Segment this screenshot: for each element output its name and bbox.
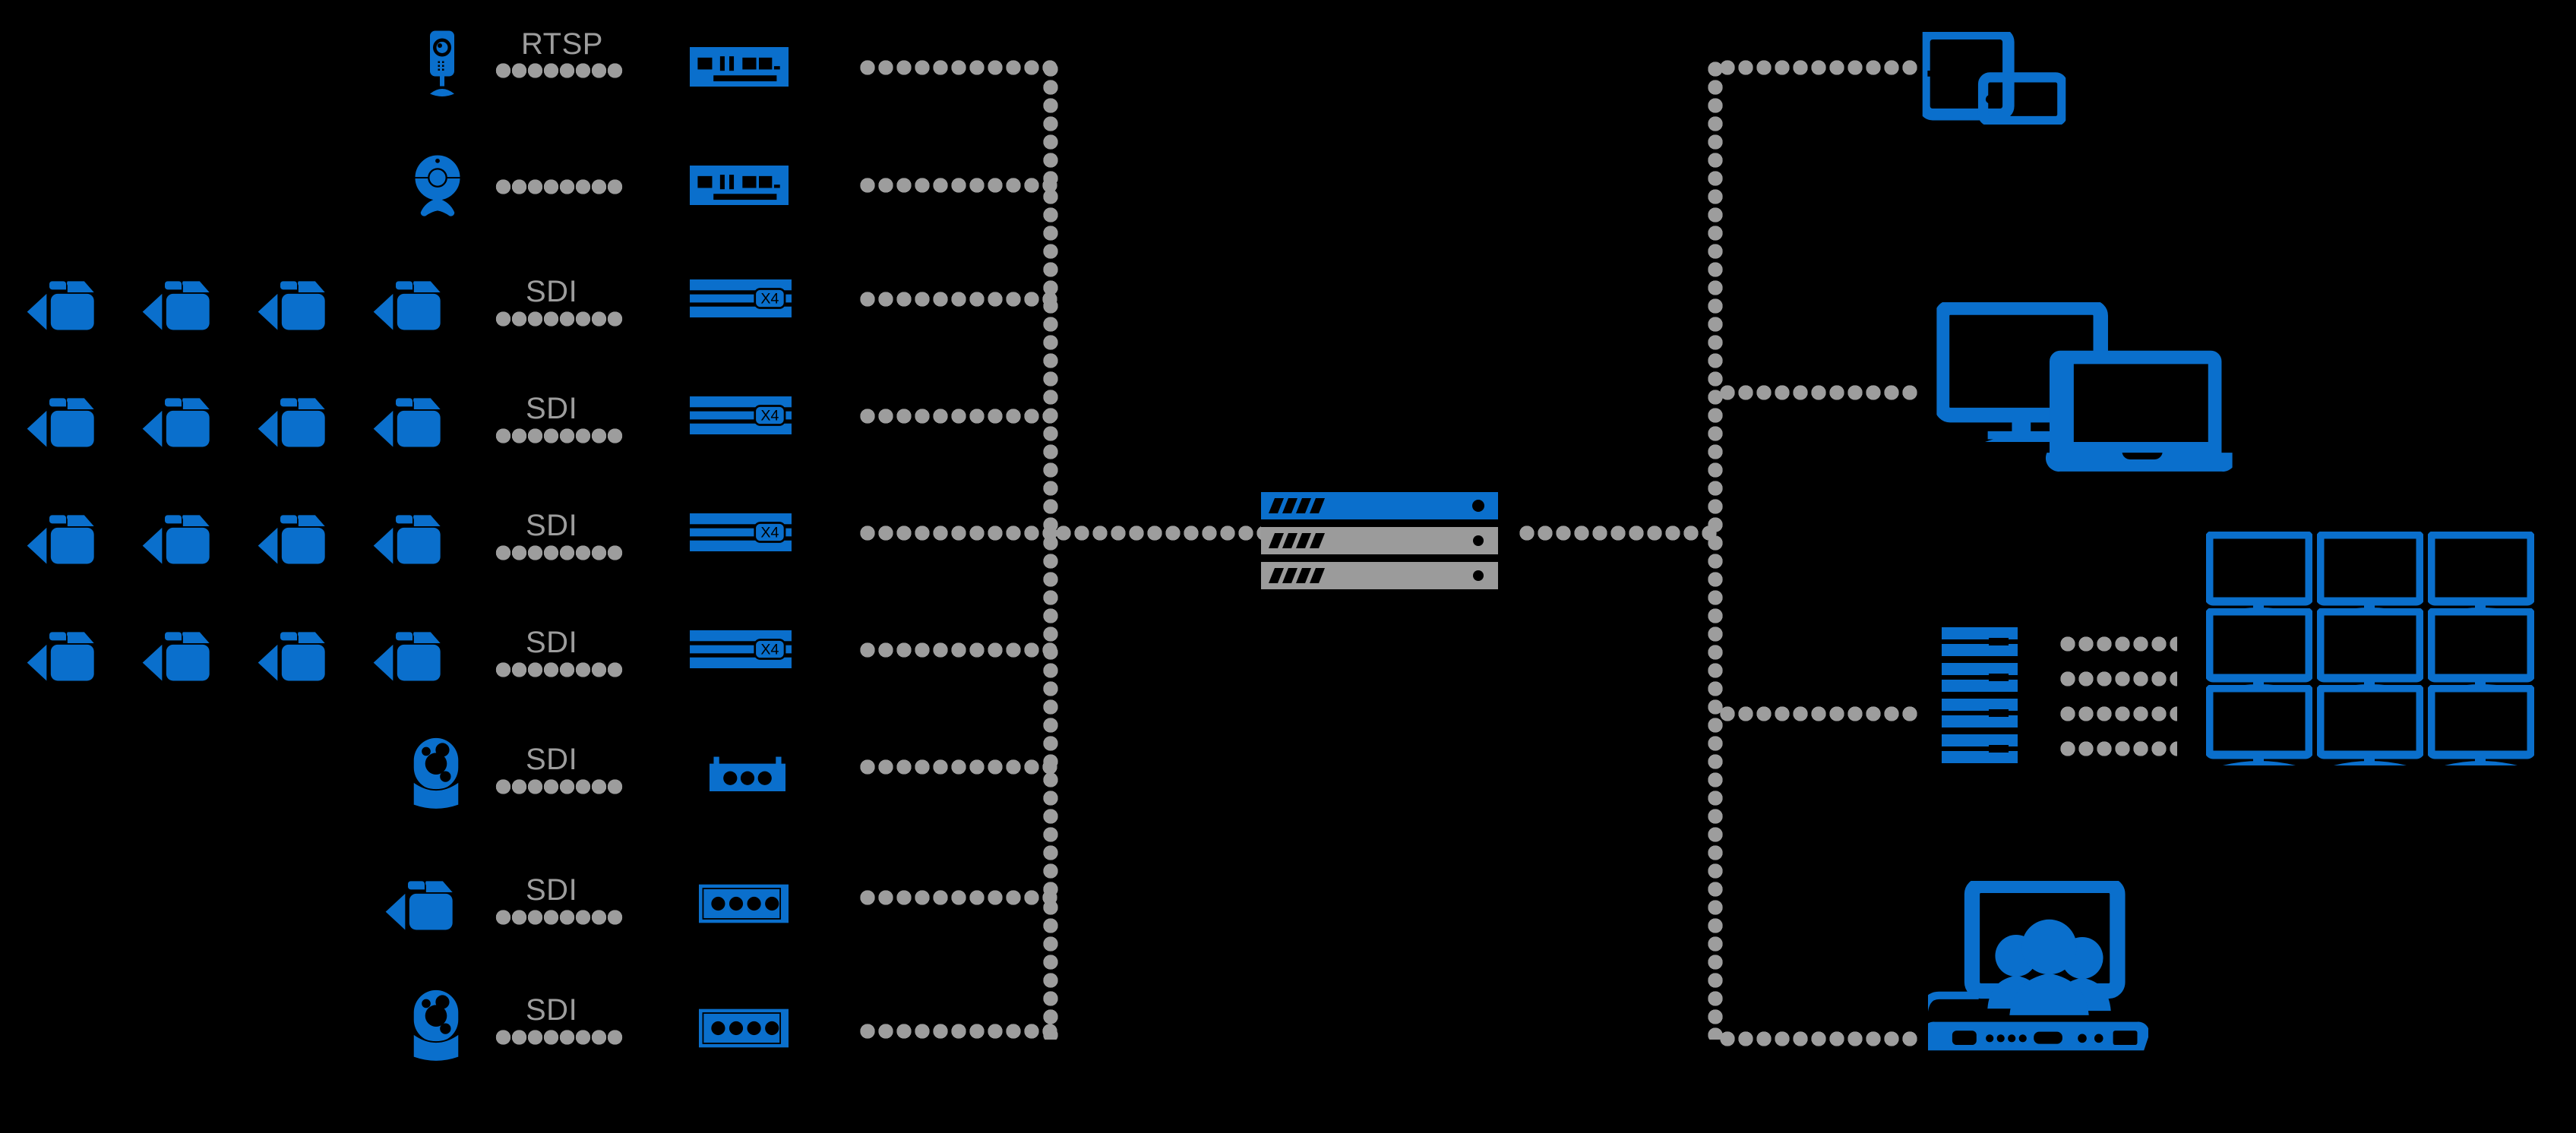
link-cameras-to-converter [495,311,623,327]
monitor-and-laptop-icon [1922,302,2247,477]
decoder-rack-icon[interactable] [1928,627,2031,764]
camcorder-icon [24,383,108,453]
decoder-unit [1942,734,2018,763]
link-trunk-to-decoder [1718,706,1917,721]
server-stack[interactable] [1261,492,1498,592]
video-conference-icon [1928,881,2148,1057]
protocol-label-sdi: SDI [526,993,578,1027]
protocol-label-sdi: SDI [526,509,578,542]
wall-display [2320,611,2420,689]
link-encoder-to-trunk [858,1024,1057,1039]
link-decoder-to-wall-1 [2059,636,2177,652]
ptz-dome-camera-icon [409,987,463,1066]
link-encoder-to-trunk [858,759,1057,775]
link-converter-to-trunk [858,409,1057,424]
wall-display [2209,535,2309,612]
link-camera-to-encoder [495,1030,623,1045]
sdi-converter-icon [690,279,792,317]
protocol-label-sdi: SDI [526,626,578,659]
decoder-unit [1942,663,2018,692]
encoder-4port-icon [699,1008,789,1048]
encoder-4port-icon [699,884,789,923]
link-decoder-to-wall-2 [2059,671,2177,686]
link-camera-to-switch [495,63,623,78]
wall-display [2320,688,2420,765]
webcam-icon [409,152,466,219]
ingest-trunk-bus [1043,60,1058,1040]
distribution-trunk-bus [1708,60,1723,1040]
link-cameras-to-converter [495,428,623,443]
ip-camera-icon [419,29,465,102]
camcorder-icon [255,266,339,336]
link-decoder-to-wall-3 [2059,706,2177,721]
link-switch-to-trunk [858,178,1057,193]
server-led [1473,535,1484,546]
link-converter-to-trunk [858,642,1057,658]
link-converter-to-trunk [858,525,1057,541]
camcorder-icon [24,617,108,686]
link-converter-to-trunk [858,292,1057,307]
decoder-unit [1942,699,2018,727]
camcorder-icon [255,383,339,453]
wall-display [2209,611,2309,689]
camcorder-icon [371,266,454,336]
link-trunk-to-server [1054,525,1261,541]
protocol-label-sdi: SDI [526,275,578,308]
link-trunk-to-mobile [1718,60,1917,75]
ptz-dome-camera-icon [409,735,463,814]
link-webcam-to-switch [495,179,623,194]
wall-display [2209,688,2309,765]
server-unit-1 [1261,492,1498,519]
camcorder-icon [140,500,223,570]
video-wall-3x3-icon[interactable] [2206,532,2534,768]
camcorder-icon [140,383,223,453]
link-cameras-to-converter [495,545,623,560]
decoder-unit [1942,627,2018,656]
protocol-label-sdi: SDI [526,743,578,776]
link-cameras-to-converter [495,662,623,677]
sdi-converter-icon [690,513,792,551]
camcorder-icon [140,266,223,336]
protocol-label-sdi: SDI [526,873,578,907]
link-trunk-to-desktop [1718,385,1917,400]
link-camera-to-encoder [495,910,623,925]
network-switch-icon [690,47,789,87]
camcorder-icon [24,266,108,336]
wall-display [2320,535,2420,612]
camcorder-icon [140,617,223,686]
network-switch-icon [690,166,789,205]
protocol-label-rtsp: RTSP [521,27,603,61]
sdi-converter-icon [690,630,792,668]
camcorder-icon [371,617,454,686]
server-unit-3 [1261,562,1498,589]
link-server-to-distribution [1518,525,1717,541]
wall-display [2431,688,2531,765]
link-camera-to-encoder [495,779,623,794]
wall-display [2431,611,2531,689]
wall-display [2431,535,2531,612]
camcorder-icon [255,500,339,570]
camcorder-icon [255,617,339,686]
link-encoder-to-trunk [858,890,1057,905]
link-switch-to-trunk [858,60,1057,75]
link-trunk-to-videoconf [1718,1031,1917,1046]
camcorder-icon [383,866,466,936]
tablet-and-phone-icon [1922,32,2066,125]
sdi-converter-icon [690,396,792,434]
camcorder-icon [371,383,454,453]
camcorder-icon [371,500,454,570]
camcorder-icon [24,500,108,570]
server-led [1472,500,1484,512]
server-led [1473,570,1484,581]
encoder-3port-icon [710,756,785,796]
protocol-label-sdi: SDI [526,392,578,425]
server-unit-2 [1261,527,1498,554]
link-decoder-to-wall-4 [2059,741,2177,756]
